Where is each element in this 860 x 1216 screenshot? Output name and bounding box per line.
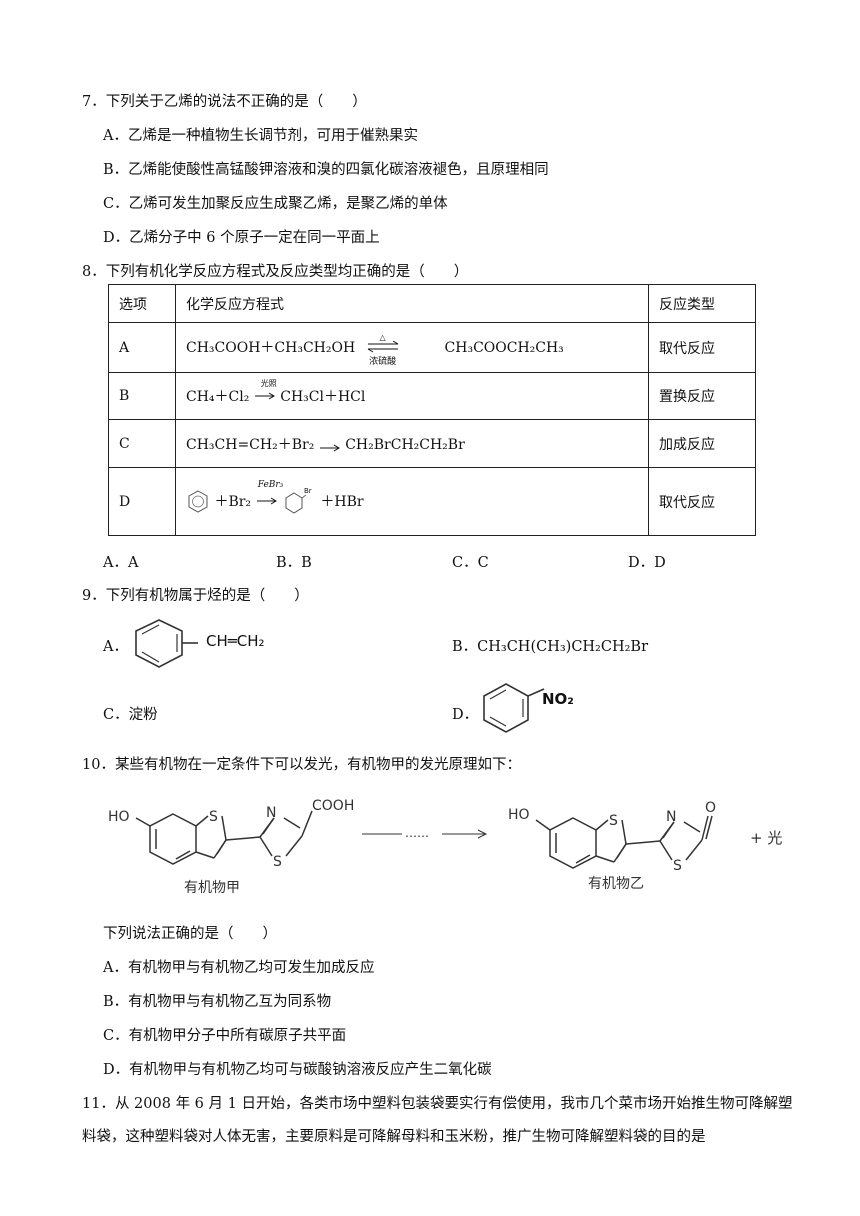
styrene-vinyl-group: CH═CH₂: [206, 632, 265, 650]
eq-d-catalyst: FeBr₃: [257, 479, 284, 490]
compound-a-name: 有机物甲: [184, 880, 240, 896]
q7-option-c: C．乙烯可发生加聚反应生成聚乙烯，是聚乙烯的单体: [103, 196, 448, 212]
table-row: D ＋Br₂ FeBr₃ Br ＋HBr 取代反应: [108, 467, 756, 536]
eq-c-right: CH₂BrCH₂CH₂Br: [345, 436, 465, 453]
hydroxyl-label-a: HO: [108, 809, 130, 825]
equation-d: ＋Br₂ FeBr₃ Br ＋HBr: [175, 467, 649, 536]
plus-light-label: + 光: [750, 829, 782, 847]
q8-answer-a: A．A: [103, 555, 139, 571]
q10-option-c: C．有机物甲分子中所有碳原子共平面: [103, 1028, 347, 1044]
table-row: A CH₃COOH＋CH₃CH₂OH △ 浓硫酸 CH₃COOCH₂CH₃ 取代…: [108, 322, 756, 373]
bromine-label: Br: [303, 486, 312, 495]
q7-option-d: D．乙烯分子中 6 个原子一定在同一平面上: [103, 230, 380, 246]
q8-stem: 8．下列有机化学反应方程式及反应类型均正确的是（ ）: [82, 264, 469, 280]
arrow-light: 光照: [254, 379, 277, 405]
q10-option-a: A．有机物甲与有机物乙均可发生加成反应: [103, 960, 375, 976]
table-header-row: 选项 化学反应方程式 反应类型: [108, 284, 756, 323]
q10-sub-stem: 下列说法正确的是（ ）: [103, 926, 277, 942]
eq-d-plus-br2: ＋Br₂: [214, 493, 252, 510]
eq-b-condition: 光照: [260, 379, 277, 388]
nitro-group: NO₂: [542, 690, 574, 708]
q10-stem: 10．某些有机物在一定条件下可以发光，有机物甲的发光原理如下：: [82, 757, 521, 773]
eq-a-heat: △: [379, 332, 386, 342]
eq-b-right: CH₃Cl＋HCl: [280, 389, 366, 405]
eq-a-catalyst: 浓硫酸: [369, 356, 397, 367]
benzene-ring-icon: [188, 489, 208, 513]
eq-b-left: CH₄＋Cl₂: [186, 389, 250, 405]
arrow-icon: [319, 441, 341, 457]
hydroxyl-label-b: HO: [508, 807, 530, 823]
sulfur-label-a1: S: [209, 809, 218, 825]
q10-option-b: B．有机物甲与有机物乙互为同系物: [103, 994, 332, 1010]
q9-option-d-label: D．: [452, 707, 479, 723]
q8-answer-d: D．D: [628, 555, 666, 571]
sulfur-label-b1: S: [609, 813, 618, 829]
row-option: D: [108, 467, 176, 536]
q11-stem: 11．从 2008 年 6 月 1 日开始，各类市场中塑料包装袋要实行有偿使用，…: [82, 1096, 793, 1145]
q7-option-a: A．乙烯是一种植物生长调节剂，可用于催熟果实: [103, 128, 418, 144]
nitrogen-label-b: N: [666, 809, 676, 825]
compound-b-name: 有机物乙: [588, 876, 644, 892]
table-row: C CH₃CH=CH₂＋Br₂ CH₂BrCH₂CH₂Br 加成反应: [108, 419, 756, 468]
header-type: 反应类型: [648, 284, 756, 323]
header-equation: 化学反应方程式: [175, 284, 649, 323]
sulfur-label-b2: S: [673, 858, 682, 874]
header-option: 选项: [108, 284, 176, 323]
q10-option-d: D．有机物甲与有机物乙均可与碳酸钠溶液反应产生二氧化碳: [103, 1062, 492, 1078]
q9-stem: 9．下列有机物属于烃的是（ ）: [82, 588, 309, 604]
row-option: A: [108, 322, 176, 373]
row-type: 取代反应: [648, 467, 756, 536]
q8-answer-b: B．B: [276, 555, 312, 571]
organic-compound-b-structure: [535, 815, 713, 869]
arrow-febr3: FeBr₃: [256, 480, 283, 510]
q8-reaction-table: 选项 化学反应方程式 反应类型 A CH₃COOH＋CH₃CH₂OH △ 浓硫酸…: [108, 284, 756, 536]
eq-a-left: CH₃COOH＋CH₃CH₂OH: [186, 339, 356, 356]
q9-option-b: B．CH₃CH(CH₃)CH₂CH₂Br: [452, 639, 649, 655]
row-type: 取代反应: [648, 322, 756, 373]
reversible-arrow: △ 浓硫酸: [364, 332, 402, 367]
row-option: C: [108, 419, 176, 468]
equation-c: CH₃CH=CH₂＋Br₂ CH₂BrCH₂CH₂Br: [175, 419, 649, 468]
eq-c-left: CH₃CH=CH₂＋Br₂: [186, 436, 315, 453]
q9-option-c: C．淀粉: [103, 707, 158, 723]
equation-b: CH₄＋Cl₂ 光照 CH₃Cl＋HCl: [175, 372, 649, 420]
q7-stem: 7．下列关于乙烯的说法不正确的是（ ）: [82, 94, 367, 110]
q7-option-b: B．乙烯能使酸性高锰酸钾溶液和溴的四氯化碳溶液褪色，且原理相同: [103, 162, 549, 178]
eq-d-right: ＋HBr: [320, 493, 364, 510]
row-type: 加成反应: [648, 419, 756, 468]
organic-compound-a-structure: [135, 810, 313, 865]
process-dots: ……: [405, 826, 429, 840]
sulfur-label-a2: S: [273, 854, 282, 870]
nitrogen-label-a: N: [266, 805, 276, 821]
nitrobenzene-structure-icon: [483, 683, 545, 733]
equation-a: CH₃COOH＋CH₃CH₂OH △ 浓硫酸 CH₃COOCH₂CH₃: [175, 322, 649, 373]
carboxyl-label: COOH: [312, 798, 354, 814]
table-row: B CH₄＋Cl₂ 光照 CH₃Cl＋HCl 置换反应: [108, 372, 756, 420]
q8-answer-c: C．C: [452, 555, 489, 571]
row-option: B: [108, 372, 176, 420]
oxygen-label: O: [705, 800, 716, 816]
styrene-structure-icon: [135, 619, 198, 668]
luminescence-reaction-diagram: HO S N S COOH 有机物甲 …… HO S N S O 有机物乙 + …: [108, 798, 782, 896]
eq-a-right: CH₃COOCH₂CH₃: [444, 339, 564, 356]
q9-option-a-label: A．: [103, 639, 128, 655]
bromobenzene-ring-icon: [285, 491, 306, 514]
row-type: 置换反应: [648, 372, 756, 420]
